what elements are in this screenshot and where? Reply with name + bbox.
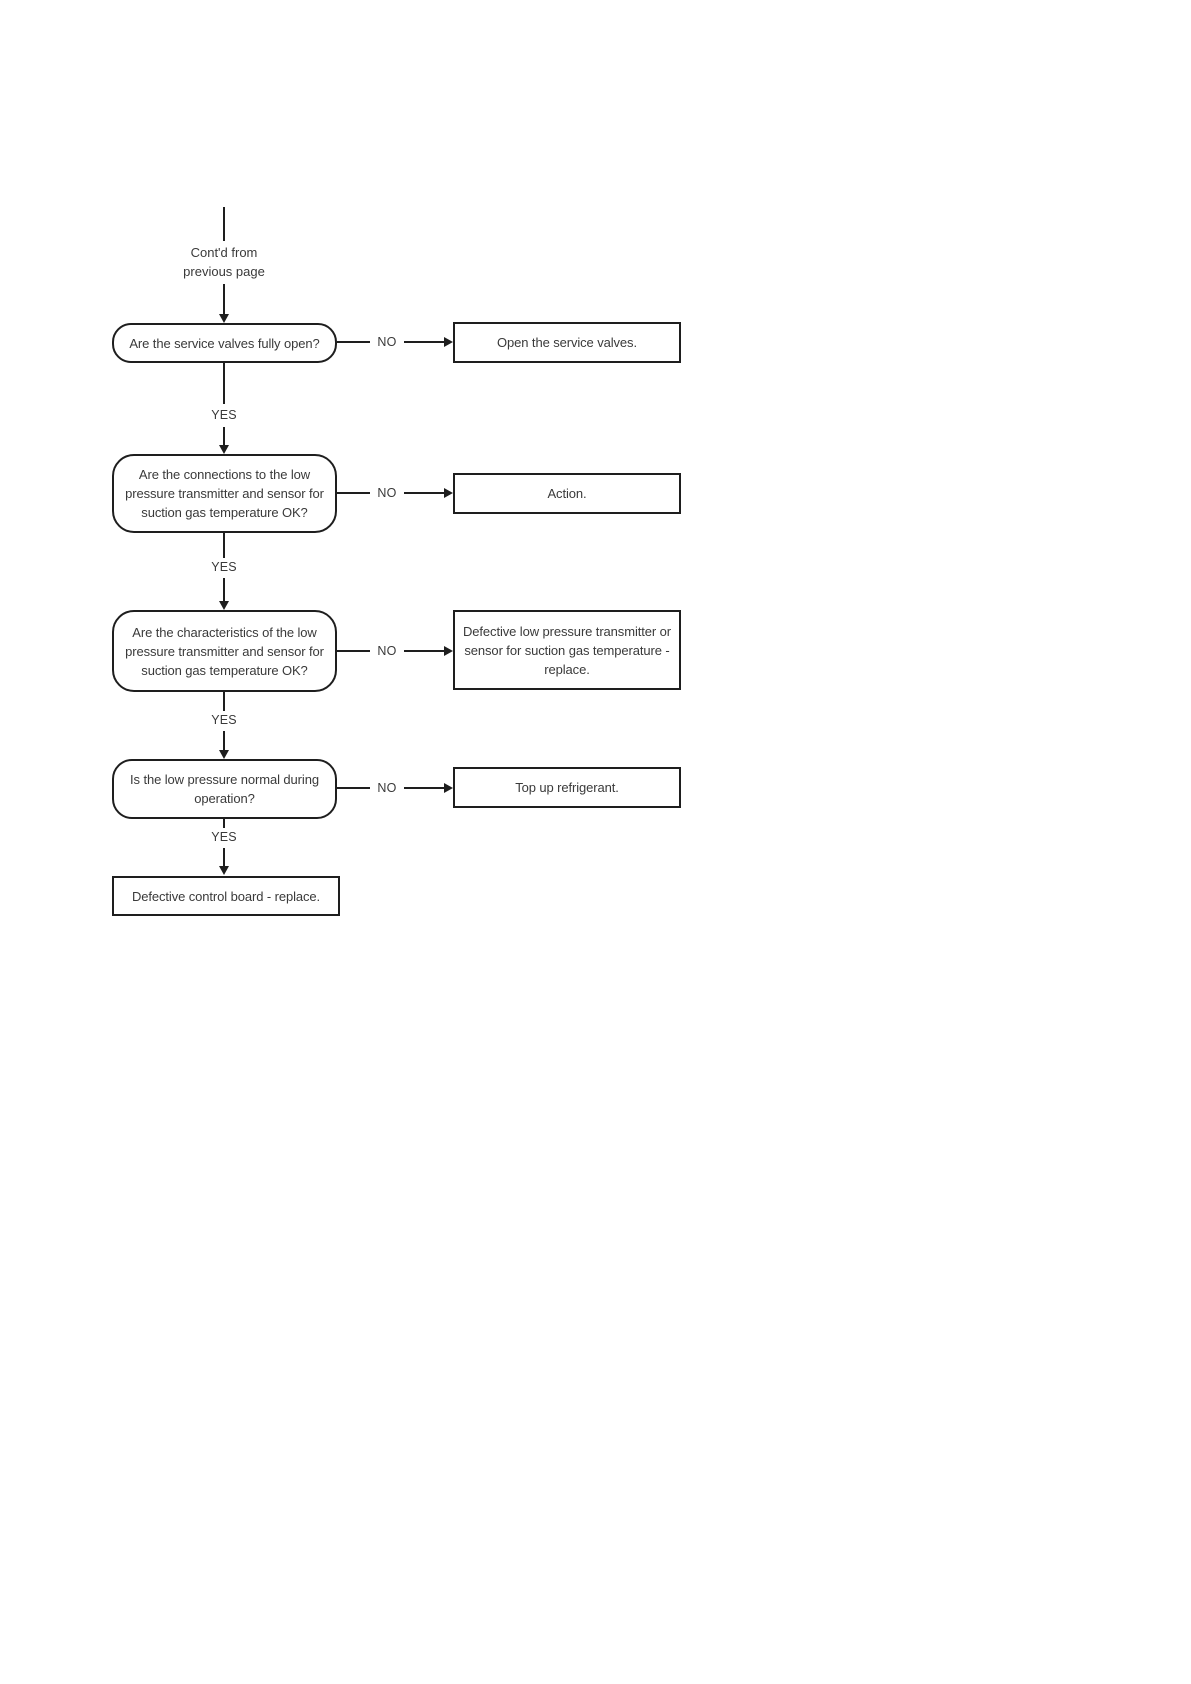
decision-connections-text: Are the connections to the low pressure …: [125, 467, 324, 520]
yes-connector-line: [223, 692, 225, 711]
decision-characteristics-text: Are the characteristics of the low press…: [125, 624, 324, 678]
yes-connector-line: [223, 731, 225, 750]
no-label: NO: [377, 644, 397, 658]
action-open-valves: Open the service valves.: [453, 322, 681, 363]
yes-label: YES: [211, 408, 237, 422]
no-connector-line: [404, 492, 444, 494]
arrow-right-icon: [444, 488, 453, 498]
action-top-up-refrigerant: Top up refrigerant.: [453, 767, 681, 808]
decision-low-pressure: Is the low pressure normal during operat…: [112, 759, 337, 819]
no-connector-line: [337, 787, 370, 789]
yes-connector-line: [223, 578, 225, 601]
yes-connector-line: [223, 819, 225, 828]
arrow-right-icon: [444, 783, 453, 793]
action-replace-transmitter: Defective low pressure transmitter or se…: [453, 610, 681, 690]
yes-connector-line: [223, 363, 225, 404]
yes-connector-line: [223, 533, 225, 558]
arrow-down-icon: [219, 314, 229, 323]
no-connector-line: [404, 341, 444, 343]
no-label: NO: [377, 486, 397, 500]
entry-label-line1: Cont'd from: [190, 245, 258, 260]
yes-label: YES: [211, 713, 237, 727]
conclusion-replace-control-board-text: Defective control board - replace.: [131, 888, 321, 904]
no-connector-line: [337, 341, 370, 343]
no-label: NO: [377, 335, 397, 349]
action-generic-text: Action.: [547, 486, 587, 501]
yes-label: YES: [211, 560, 237, 574]
entry-arrow-line: [223, 284, 225, 314]
yes-connector-line: [223, 848, 225, 866]
arrow-down-icon: [219, 445, 229, 454]
no-connector-line: [404, 787, 444, 789]
conclusion-replace-control-board: Defective control board - replace.: [112, 876, 340, 916]
decision-characteristics: Are the characteristics of the low press…: [112, 610, 337, 692]
yes-label: YES: [211, 830, 237, 844]
decision-service-valves: Are the service valves fully open?: [112, 323, 337, 363]
action-top-up-refrigerant-text: Top up refrigerant.: [515, 780, 619, 795]
no-connector-line: [337, 492, 370, 494]
arrow-down-icon: [219, 866, 229, 875]
decision-low-pressure-text: Is the low pressure normal during operat…: [130, 772, 319, 806]
arrow-down-icon: [219, 601, 229, 610]
no-connector-line: [404, 650, 444, 652]
decision-service-valves-text: Are the service valves fully open?: [129, 335, 320, 351]
arrow-down-icon: [219, 750, 229, 759]
entry-line: [223, 207, 225, 241]
entry-label-line2: previous page: [183, 264, 265, 279]
arrow-right-icon: [444, 646, 453, 656]
yes-connector-line: [223, 427, 225, 445]
action-open-valves-text: Open the service valves.: [497, 335, 637, 350]
action-generic: Action.: [453, 473, 681, 514]
no-label: NO: [377, 781, 397, 795]
decision-connections: Are the connections to the low pressure …: [112, 454, 337, 533]
no-connector-line: [337, 650, 370, 652]
action-replace-transmitter-text: Defective low pressure transmitter or se…: [463, 623, 671, 677]
entry-label: Cont'd from previous page: [144, 243, 304, 281]
arrow-right-icon: [444, 337, 453, 347]
